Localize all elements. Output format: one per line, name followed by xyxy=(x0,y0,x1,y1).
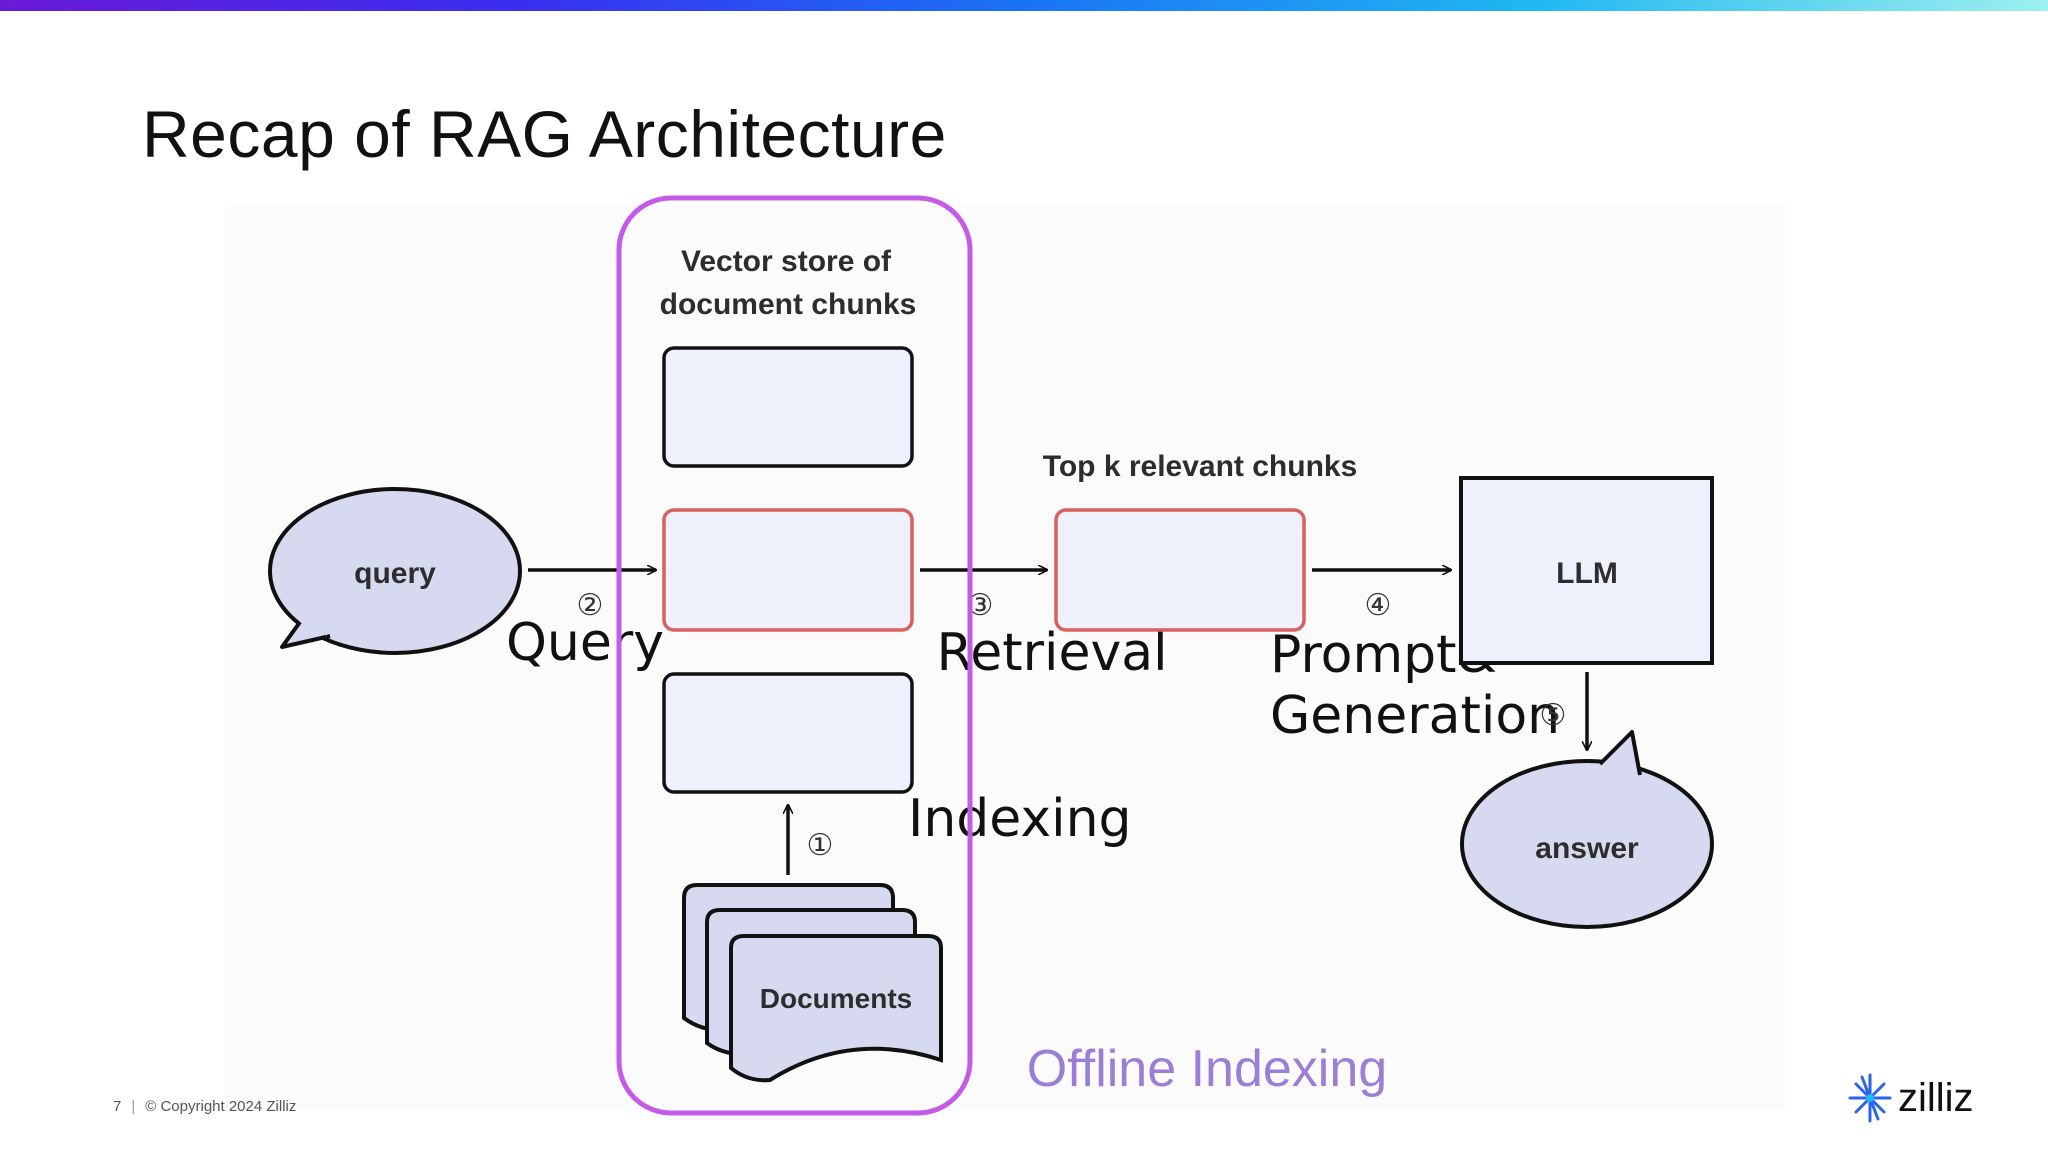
offline-indexing-label: Offline Indexing xyxy=(1027,1040,1387,1098)
step-1-marker: ① xyxy=(807,828,834,863)
llm-label: LLM xyxy=(1556,557,1618,590)
llm-box xyxy=(1459,476,1714,665)
logo-text: zilliz xyxy=(1898,1075,1974,1120)
handwritten-generation-label: Generation xyxy=(1270,686,1560,746)
slide-title: Recap of RAG Architecture xyxy=(142,97,947,171)
offline-indexing-highlight xyxy=(616,195,973,1116)
step-4-marker: ④ xyxy=(1365,588,1392,623)
page-number: 7 xyxy=(113,1098,122,1115)
top-k-label: Top k relevant chunks xyxy=(1043,450,1358,483)
answer-bubble xyxy=(1460,759,1714,929)
query-label: query xyxy=(354,557,436,590)
chunk-box-top xyxy=(662,346,914,468)
query-bubble-tail xyxy=(280,620,331,649)
answer-label: answer xyxy=(1535,832,1639,865)
footer-separator: | xyxy=(131,1098,136,1115)
chunk-box-bottom xyxy=(662,672,914,794)
answer-bubble-tail xyxy=(1598,730,1642,776)
handwritten-retrieval-label: Retrieval xyxy=(936,623,1167,683)
step-5-marker: ⑤ xyxy=(1540,698,1567,733)
documents-label: Documents xyxy=(760,983,912,1014)
vector-store-title-line2: document chunks xyxy=(660,288,917,321)
query-bubble xyxy=(268,487,522,655)
handwritten-query-label: Query xyxy=(506,613,664,673)
zilliz-logo: zilliz xyxy=(1846,1068,1974,1128)
vector-store-title-line1: Vector store of xyxy=(681,245,892,278)
chunk-box-selected xyxy=(662,508,914,632)
slide-footer: 7 | © Copyright 2024 Zilliz xyxy=(113,1098,296,1115)
handwritten-indexing-label: Indexing xyxy=(908,789,1132,849)
copyright-text: © Copyright 2024 Zilliz xyxy=(145,1098,297,1115)
top-gradient-bar xyxy=(0,0,2048,11)
top-k-chunk-box xyxy=(1054,508,1306,632)
step-2-marker: ② xyxy=(577,588,604,623)
documents-stack xyxy=(682,883,943,1083)
zilliz-star-icon xyxy=(1848,1073,1892,1123)
